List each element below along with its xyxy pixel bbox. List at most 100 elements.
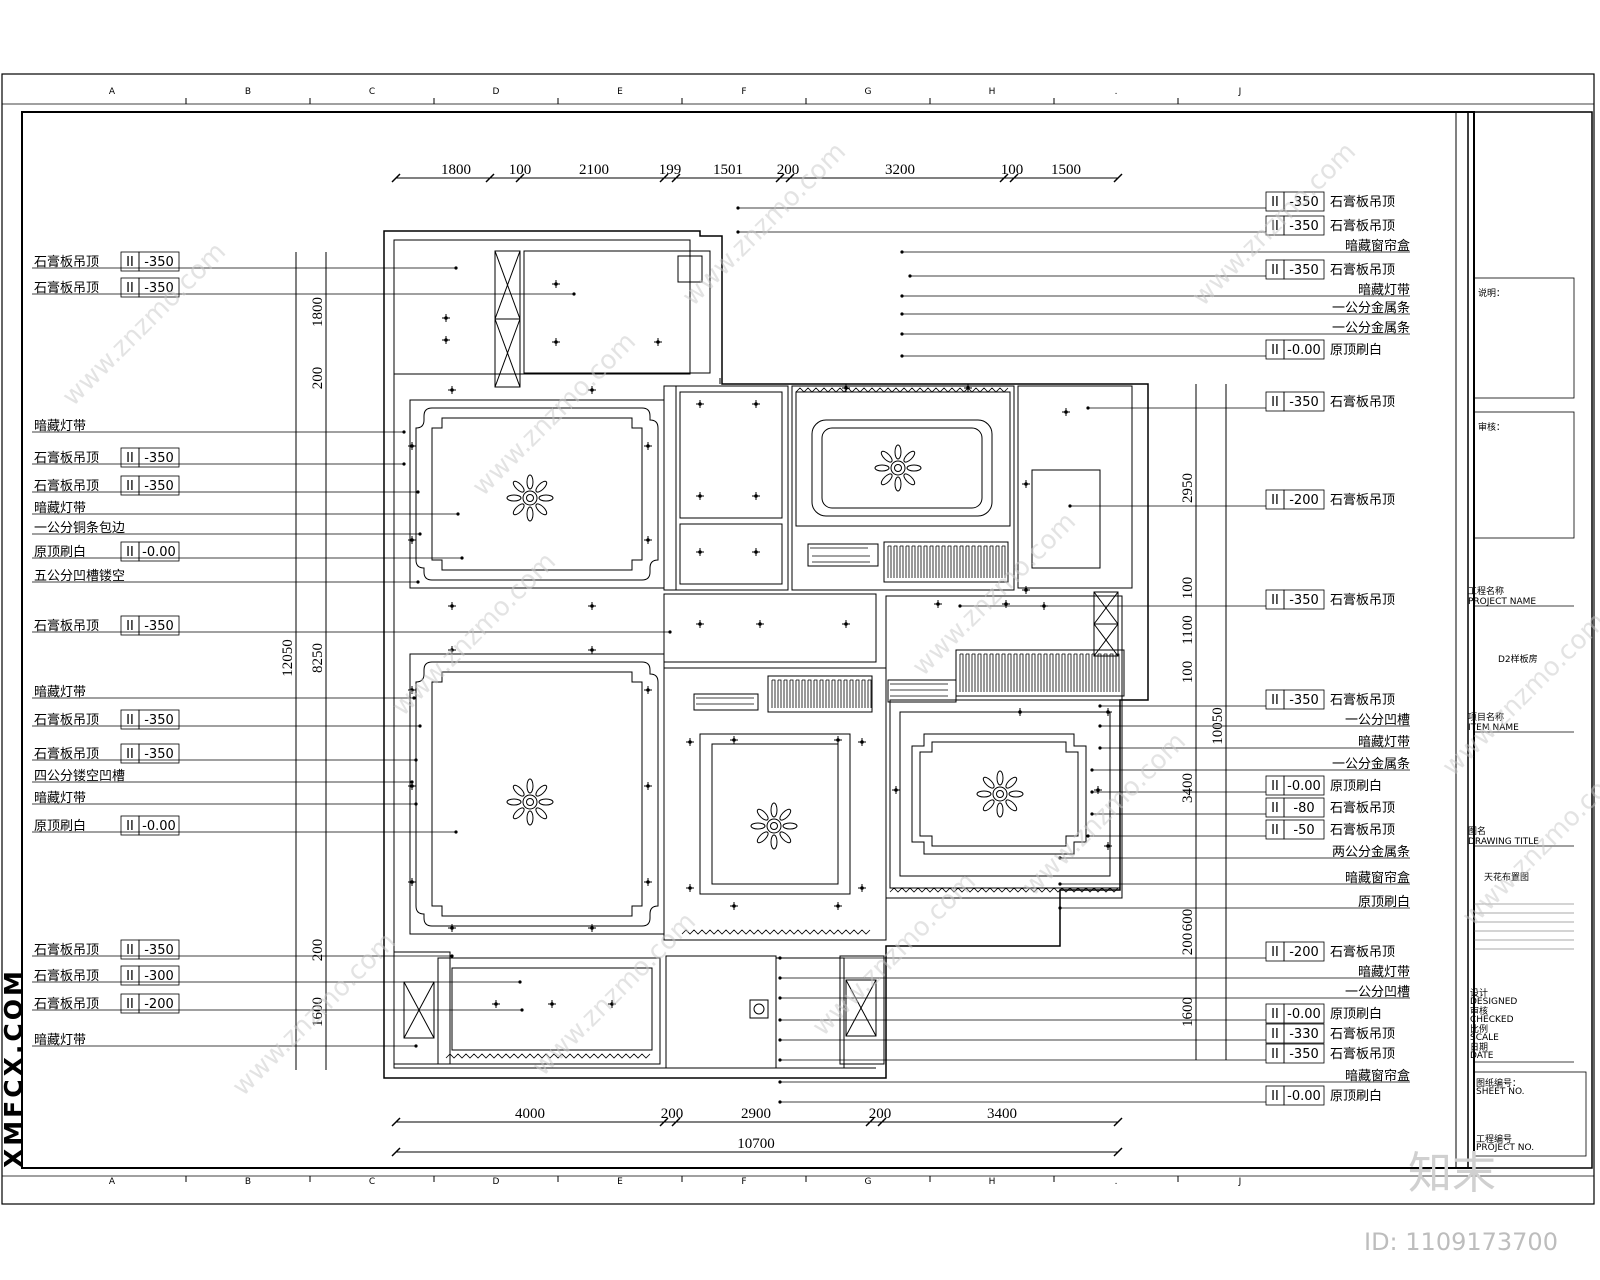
grid-label: G [865, 1177, 872, 1187]
left-label-text: 石膏板吊顶 [34, 746, 99, 762]
chandelier-petal [506, 798, 522, 806]
right-label-text: 石膏板吊顶 [1330, 492, 1395, 508]
level-text: -350 [1289, 263, 1319, 278]
left-label-text: 石膏板吊顶 [34, 618, 99, 634]
chandelier-petal [894, 444, 902, 460]
chandelier-center [522, 794, 538, 810]
dim-tick [391, 1117, 401, 1127]
code-text: II [1271, 195, 1279, 210]
right-label-text: 一公分金属条 [1332, 300, 1410, 316]
downlight-dot [590, 604, 594, 608]
right-label-text: 原顶刷白 [1358, 894, 1410, 910]
bottom-dimension: 4000 [515, 1106, 545, 1122]
right-label-text: 原顶刷白 [1330, 778, 1382, 794]
level-text: -0.00 [1287, 779, 1321, 794]
top-dimension: 200 [777, 162, 800, 178]
code-text: II [1271, 263, 1279, 278]
left-label-text: 石膏板吊顶 [34, 968, 99, 984]
downlight-dot [494, 1002, 498, 1006]
downlight-dot [860, 886, 864, 890]
downlight-dot [590, 926, 594, 930]
bottom-dimension: 2900 [741, 1106, 771, 1122]
leader-dot [518, 980, 522, 984]
leader-dot [778, 1038, 782, 1042]
dim-tick [391, 1147, 401, 1157]
leader-dot [416, 580, 420, 584]
left-label-text: 石膏板吊顶 [34, 280, 99, 296]
right-label-text: 两公分金属条 [1332, 844, 1410, 860]
grid-label: F [741, 1177, 746, 1187]
level-box [1283, 1043, 1325, 1064]
dimension-lines [295, 173, 1227, 1157]
level-text: -200 [144, 997, 174, 1012]
leader-dot [1090, 790, 1094, 794]
right-label-text: 石膏板吊顶 [1330, 800, 1395, 816]
grid-label: H [989, 87, 996, 97]
right-label-text: 暗藏灯带 [1358, 283, 1410, 298]
zigzag-hatch [445, 1053, 651, 1059]
left-label-text: 原顶刷白 [34, 544, 86, 560]
downlight-dot [450, 648, 454, 652]
chandelier-petal [512, 807, 525, 820]
title-block-note2: 审核： [1478, 421, 1505, 433]
downlight-dot [450, 604, 454, 608]
grid-label: . [1115, 1177, 1118, 1187]
curtain-box-hatching [445, 387, 1120, 1059]
downlight-dot [844, 386, 848, 390]
leader-dot [410, 780, 414, 784]
level-box [138, 743, 180, 764]
top-dimension: 100 [509, 162, 532, 178]
level-text: -350 [1289, 219, 1319, 234]
left-label-text: 原顶刷白 [34, 818, 86, 834]
downlight-dot [410, 880, 414, 884]
title-block-checked-label: 审核 [1470, 1005, 1488, 1017]
leader-dot [1098, 724, 1102, 728]
top-dimension: 1501 [713, 162, 743, 178]
chandelier-petal [512, 503, 525, 516]
sheet-frame [1, 73, 1595, 1205]
code-text: II [1271, 693, 1279, 708]
downlight-dot [410, 688, 414, 692]
code-text: II [1271, 823, 1279, 838]
downlight-dot [836, 738, 840, 742]
chandelier-petal [535, 503, 548, 516]
leader-dot [1090, 768, 1094, 772]
chandelier-petal [538, 798, 554, 806]
level-text: -200 [1289, 493, 1319, 508]
right-label-text: 暗藏窗帘盒 [1345, 1068, 1410, 1084]
code-text: II [1271, 945, 1279, 960]
downlight-dot [646, 538, 650, 542]
left-label-text: 石膏板吊顶 [34, 450, 99, 466]
left-label-text: 暗藏灯带 [34, 419, 86, 434]
code-text: II [126, 255, 134, 270]
leader-dot [778, 1018, 782, 1022]
grid-label: C [369, 1177, 375, 1187]
right-label-text: 石膏板吊顶 [1330, 1046, 1395, 1062]
chandelier-core [894, 464, 902, 472]
title-block-sheet-label: 图纸编号： [1476, 1077, 1521, 1089]
logo-watermark: 知末 [1408, 1148, 1496, 1199]
dim-tick [1113, 1147, 1123, 1157]
leader-dot [900, 312, 904, 316]
title-block-scale-label: 比例 [1470, 1023, 1488, 1035]
code-text: II [126, 747, 134, 762]
downlight-dot [688, 740, 692, 744]
level-text: -350 [1289, 693, 1319, 708]
chandelier-petal [903, 473, 916, 486]
right-label-text: 原顶刷白 [1330, 1006, 1382, 1022]
right-label-text: 石膏板吊顶 [1330, 592, 1395, 608]
title-block-project-no-en: PROJECT NO. [1476, 1143, 1534, 1153]
dim-tick [865, 1117, 875, 1127]
right-dimension: 100 [1180, 577, 1196, 600]
comb-hatch [959, 653, 1120, 692]
downlight-dot [1064, 410, 1068, 414]
leader-dot [1098, 746, 1102, 750]
downlight-dot [732, 904, 736, 908]
title-block-item-label: 项目名称 [1468, 711, 1504, 723]
chandelier-petal [750, 822, 766, 830]
chandelier-core [526, 798, 534, 806]
level-text: -50 [1293, 823, 1314, 838]
downlight-dot [754, 494, 758, 498]
